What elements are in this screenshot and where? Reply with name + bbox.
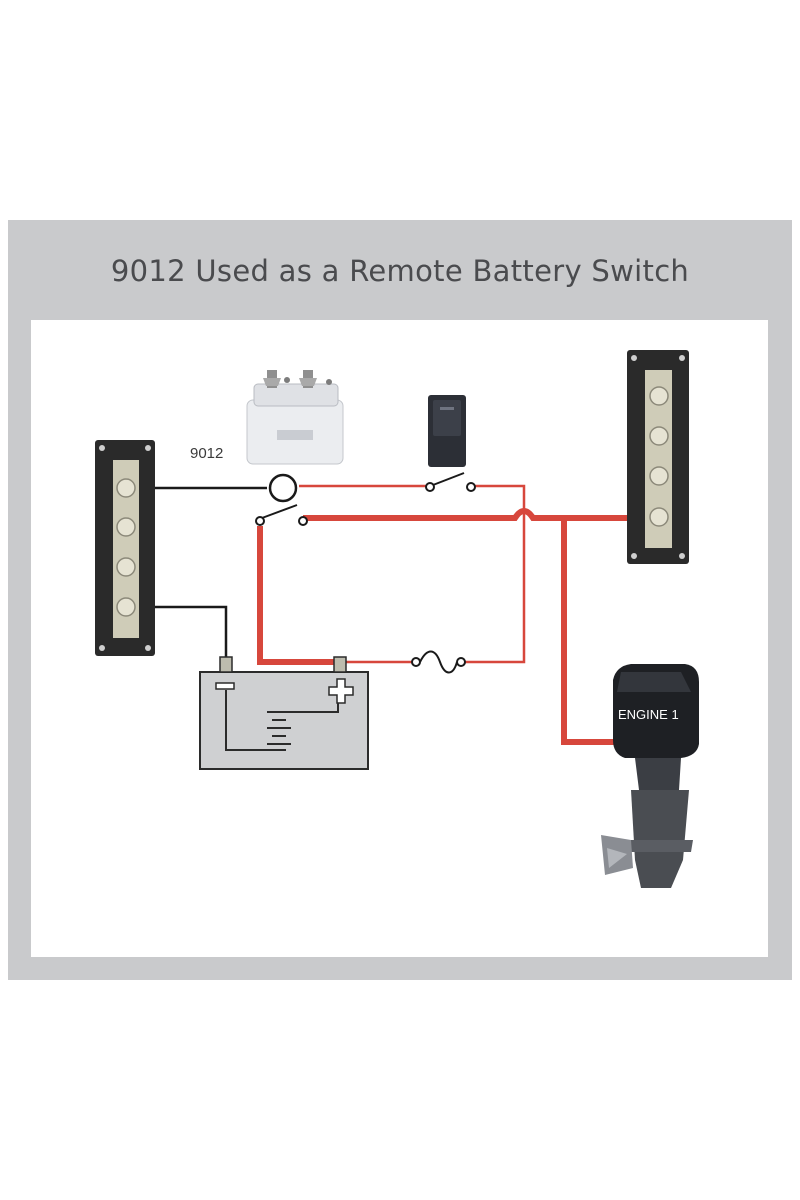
battery-positive-wire (257, 526, 340, 665)
positive-bus-bar (627, 350, 689, 564)
battery-negative-post (219, 656, 233, 673)
diagram-title: 9012 Used as a Remote Battery Switch (110, 254, 690, 288)
wiring-diagram: 9012 (95, 350, 699, 888)
bus-bar-studs (649, 386, 669, 527)
battery-minus-icon (215, 682, 235, 690)
battery-negative-wire (129, 605, 228, 657)
rocker-switch-contact (425, 472, 476, 492)
diagram-panel: 9012 (31, 320, 768, 957)
relay-contact-symbol (255, 504, 308, 526)
negative-bus-bar (95, 440, 155, 656)
positive-feed-wire (303, 508, 647, 521)
fuse-symbol (411, 650, 466, 674)
outboard-engine (601, 664, 699, 888)
relay-9012 (246, 370, 344, 465)
bus-bar-studs (116, 478, 136, 617)
battery-positive-post (333, 656, 347, 673)
relay-model-label: 9012 (190, 445, 223, 462)
diagram-frame: 9012 Used as a Remote Battery Switch (8, 220, 792, 980)
battery-cells-icon (225, 690, 339, 751)
rocker-switch (428, 395, 466, 467)
engine-feed-wire (561, 518, 616, 745)
engine-label: ENGINE 1 (618, 707, 679, 722)
control-wire (299, 484, 526, 664)
battery (199, 656, 369, 770)
relay-coil-terminal (268, 473, 298, 503)
battery-plus-icon (328, 678, 354, 704)
relay-studs (263, 370, 332, 388)
